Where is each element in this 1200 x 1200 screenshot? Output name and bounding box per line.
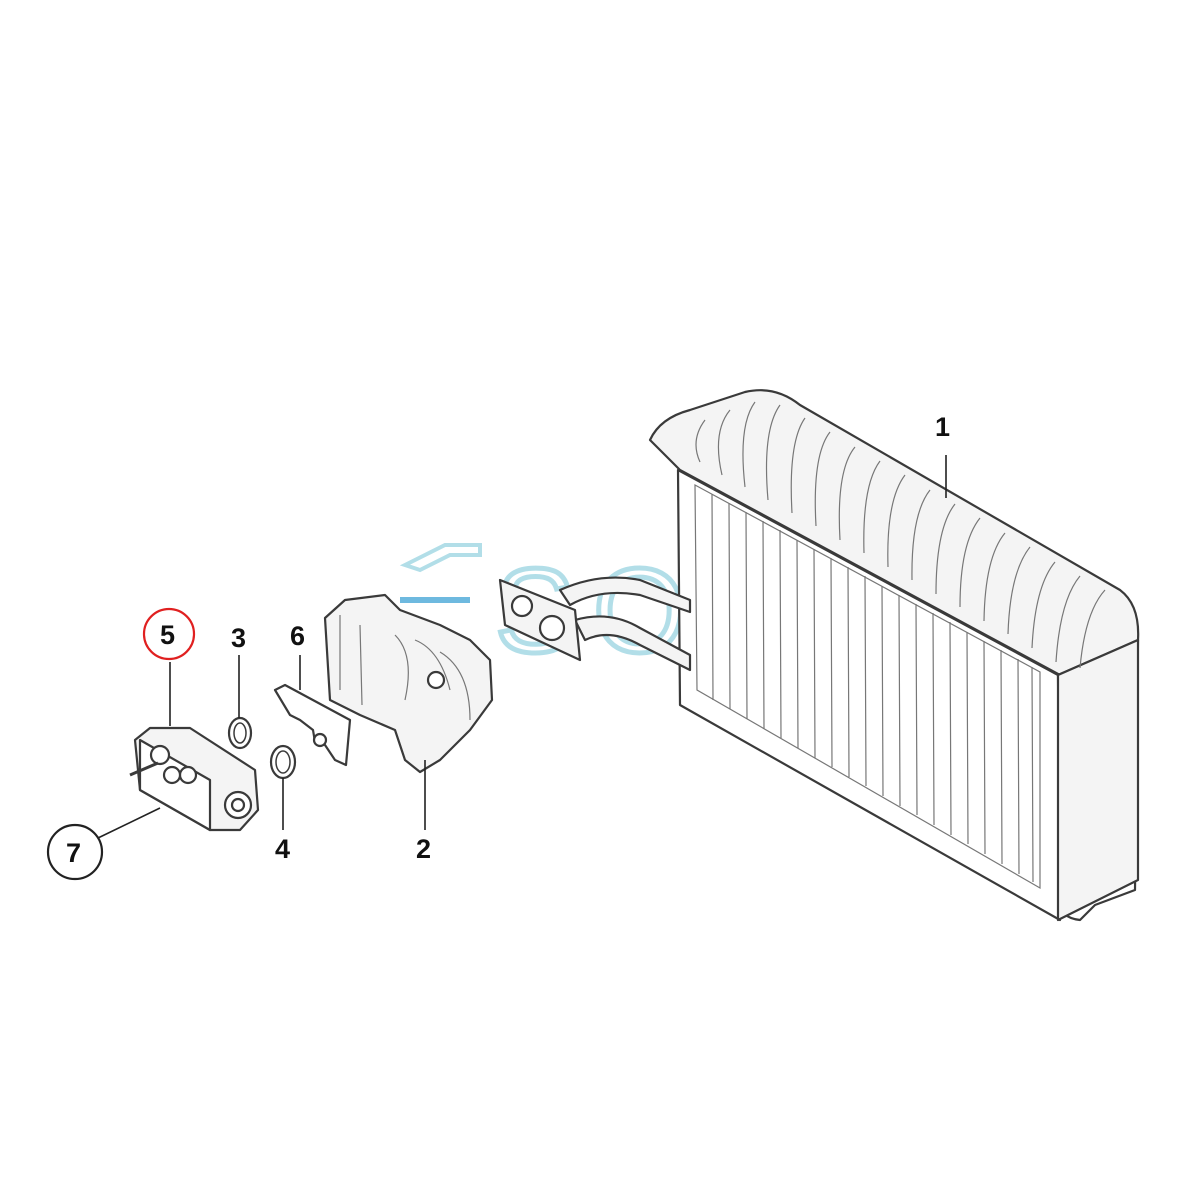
callout-5-circle	[142, 607, 196, 661]
callout-5-label[interactable]: 5	[160, 620, 175, 650]
callout-7-label[interactable]: 7	[66, 838, 81, 868]
callout-4-label[interactable]: 4	[275, 834, 290, 864]
valve-pin-icon[interactable]	[129, 761, 159, 777]
o-ring-large-icon[interactable]	[269, 744, 297, 780]
o-ring-small-icon[interactable]	[227, 716, 253, 750]
callout-2-label[interactable]: 2	[416, 834, 431, 864]
callout-1-label[interactable]: 1	[935, 412, 950, 442]
gasket-plate-icon[interactable]	[273, 683, 352, 767]
callout-6-label[interactable]: 6	[290, 621, 305, 651]
evaporator-fins	[695, 401, 1106, 883]
leader-lines	[97, 455, 947, 839]
valve-housing-bracket-icon[interactable]	[323, 593, 494, 774]
evaporator-core-icon[interactable]	[498, 389, 1140, 922]
callout-7-circle	[46, 823, 104, 881]
callout-3-label[interactable]: 3	[231, 623, 246, 653]
